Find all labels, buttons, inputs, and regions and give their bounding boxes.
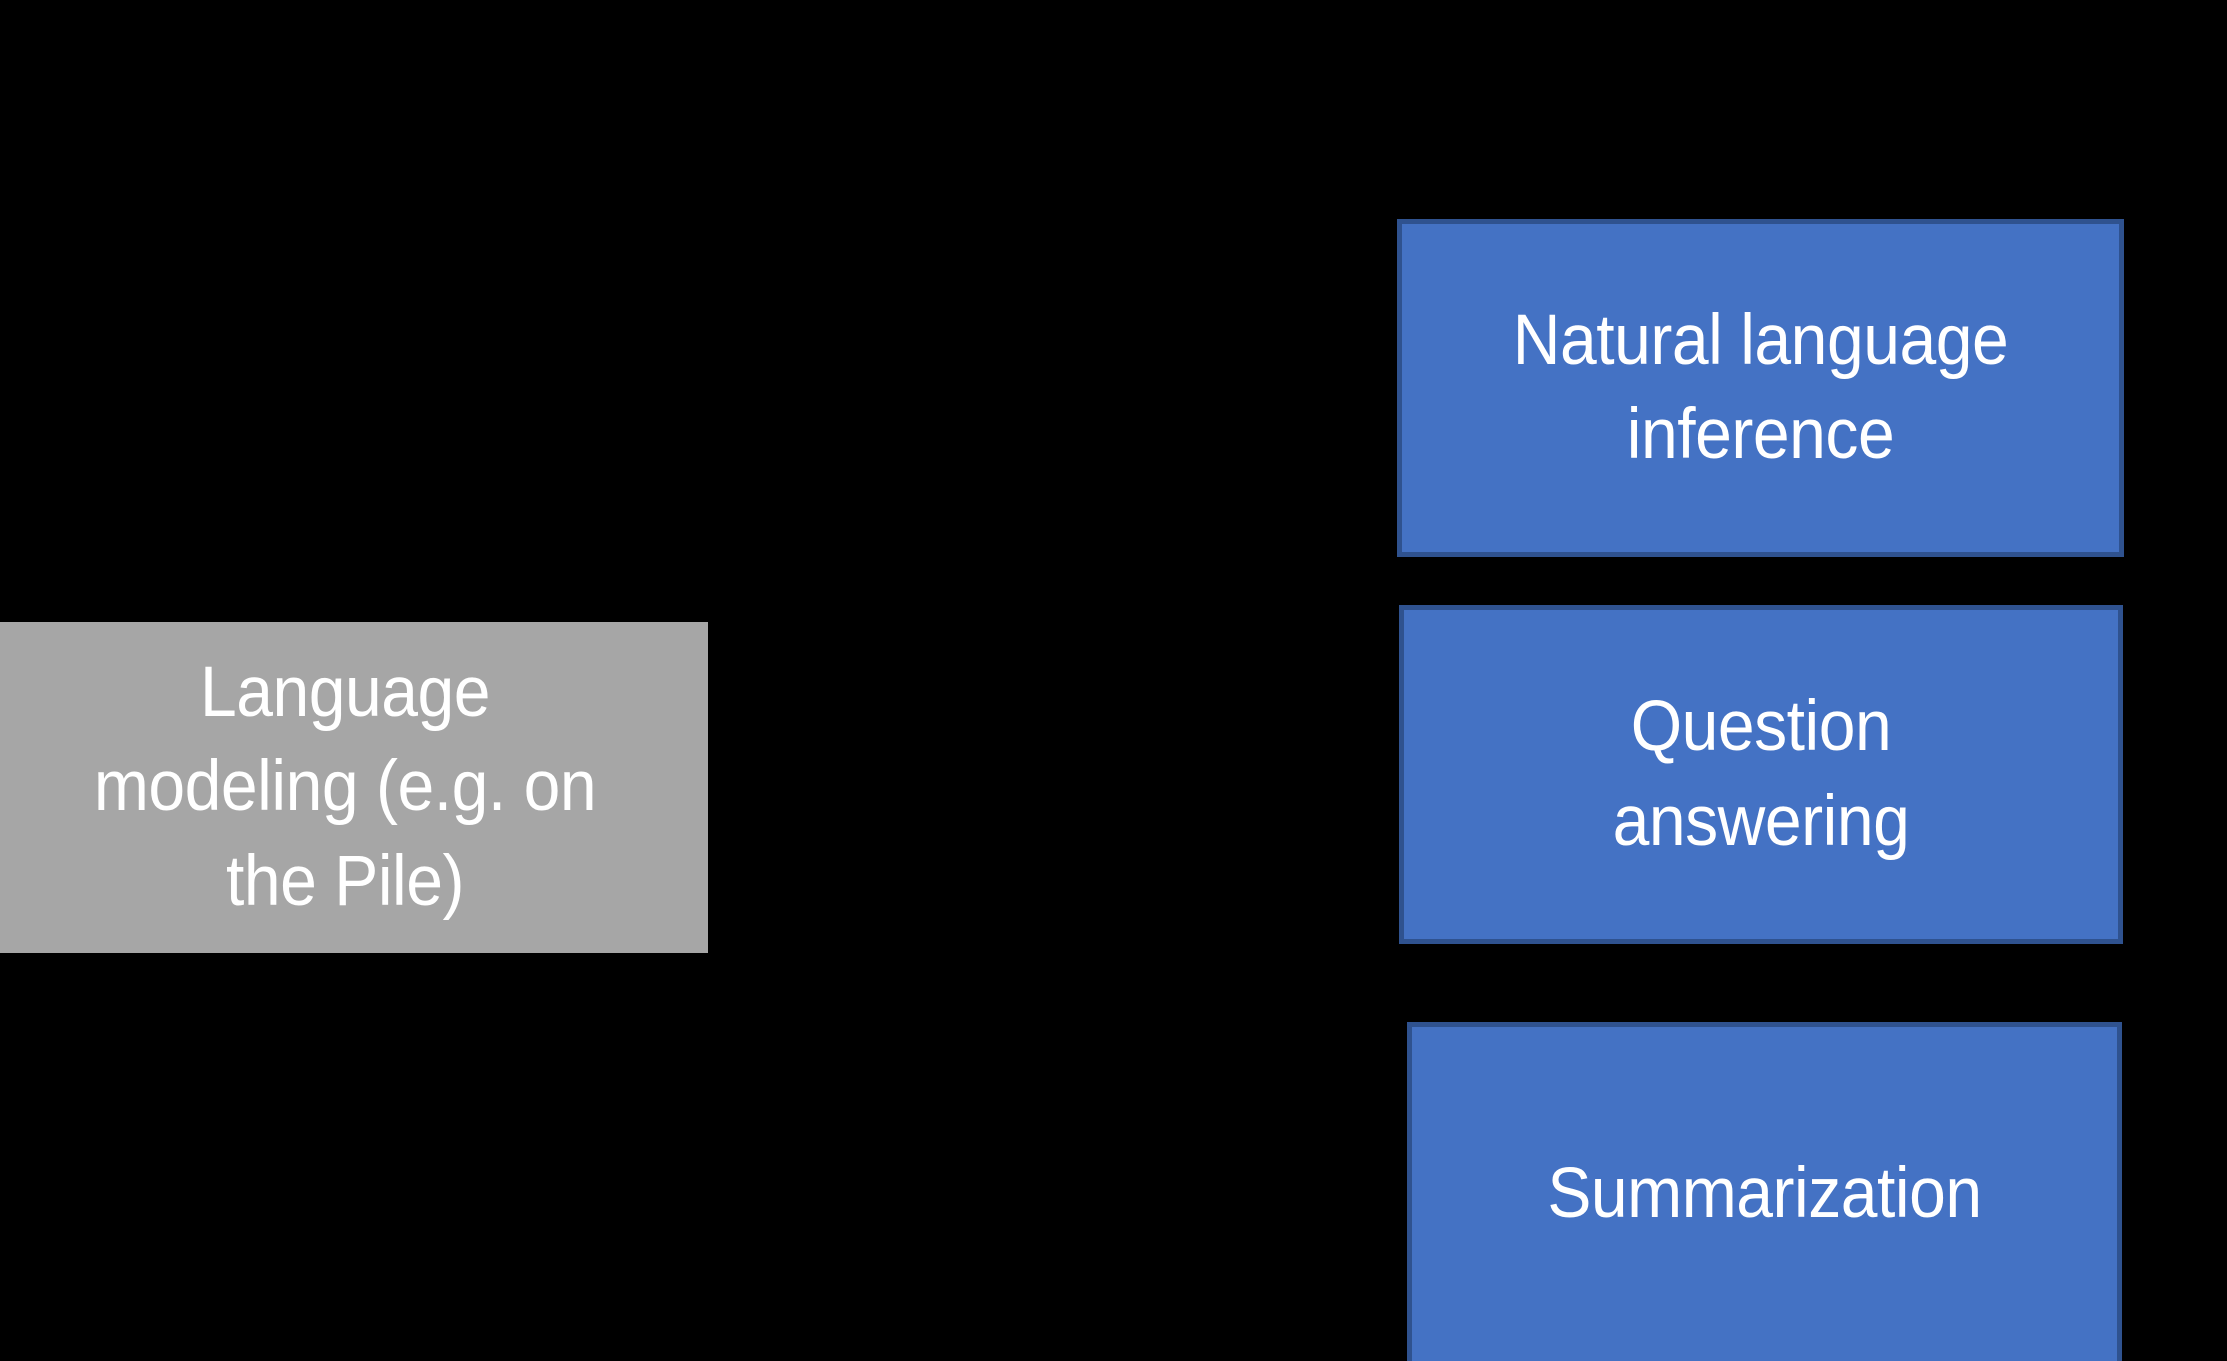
node-natural-language-inference[interactable]: Natural language inference (1397, 219, 2124, 557)
node-natural-language-inference-label: Natural language inference (1512, 300, 2009, 474)
node-summarization[interactable]: Summarization (1407, 1022, 2122, 1361)
node-question-answering-label: Question answering (1612, 687, 1910, 861)
node-language-modeling[interactable]: Language modeling (e.g. on the Pile) (0, 622, 708, 953)
node-language-modeling-label: Language modeling (e.g. on the Pile) (93, 652, 597, 921)
node-question-answering[interactable]: Question answering (1399, 605, 2123, 944)
node-summarization-label: Summarization (1547, 1153, 1982, 1233)
